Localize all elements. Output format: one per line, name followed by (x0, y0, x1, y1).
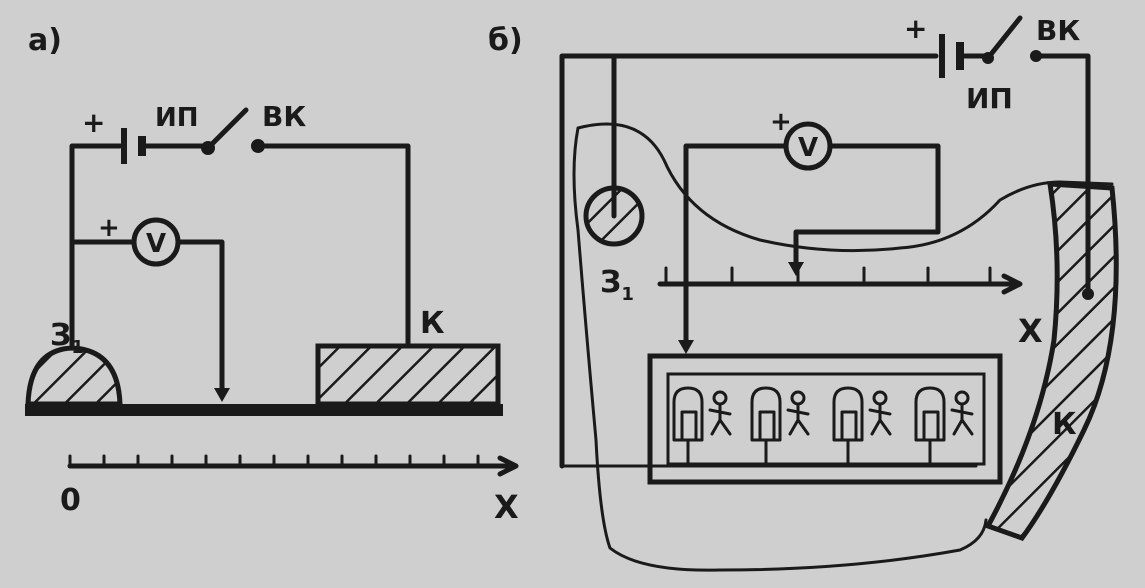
collector-b (984, 181, 1119, 541)
battery-plus: + (82, 106, 105, 139)
probe-b-arrow (788, 262, 804, 276)
collector-label: К (420, 306, 445, 341)
ground-strip (25, 404, 503, 416)
probe-arrow (214, 388, 230, 402)
switch-contact (251, 139, 265, 153)
observation-box (647, 353, 1003, 485)
voltmeter-plus: + (98, 213, 120, 243)
operator-4 (914, 386, 974, 466)
panel-b-tag: б) (488, 23, 523, 58)
axis-a-arrow (497, 455, 519, 477)
operator-3 (832, 386, 892, 466)
source-b-label: ИП (966, 82, 1013, 115)
panel-b: б) + ИП ВК З1 К V + (488, 12, 1119, 572)
wire-probe-b (793, 143, 941, 271)
voltmeter-symbol: V (146, 229, 166, 259)
switch-lever (205, 107, 249, 151)
observation-inner (666, 372, 986, 466)
collector-b-label: К (1052, 407, 1077, 442)
axis-b-arrow (1001, 273, 1023, 295)
terrain-boundary (572, 122, 1114, 572)
axis-a-label: X (494, 488, 519, 526)
panel-a: а) З1 К + ИП ВК V + (25, 23, 519, 526)
axis-a-ticks (68, 454, 480, 468)
operator-1 (672, 386, 732, 466)
collector-b-node (1082, 288, 1094, 300)
electrode-b-label: З1 (600, 265, 634, 305)
switch-b-lever (985, 15, 1023, 61)
probe-b-arrow-2 (678, 340, 694, 354)
voltmeter-b-symbol: V (798, 133, 818, 163)
source-label: ИП (155, 103, 199, 133)
battery-b-plus: + (904, 12, 927, 45)
wire-probe (175, 239, 225, 395)
electrode-b (583, 185, 645, 247)
wire-right (255, 143, 411, 349)
electrode-label: З1 (50, 318, 84, 358)
wire-left (69, 143, 123, 349)
panel-a-tag: а) (28, 23, 62, 58)
switch-b-label: ВК (1036, 14, 1080, 47)
operator-2 (750, 386, 810, 466)
axis-b-label: X (1018, 312, 1043, 350)
switch-label: ВК (262, 100, 306, 133)
axis-b-ticks (664, 266, 992, 286)
wire-meter-b-left (683, 143, 789, 349)
wire-outer-left (559, 53, 939, 469)
collector-k (315, 343, 501, 407)
axis-a-origin: 0 (60, 483, 81, 518)
voltmeter-b-plus: + (770, 107, 792, 137)
